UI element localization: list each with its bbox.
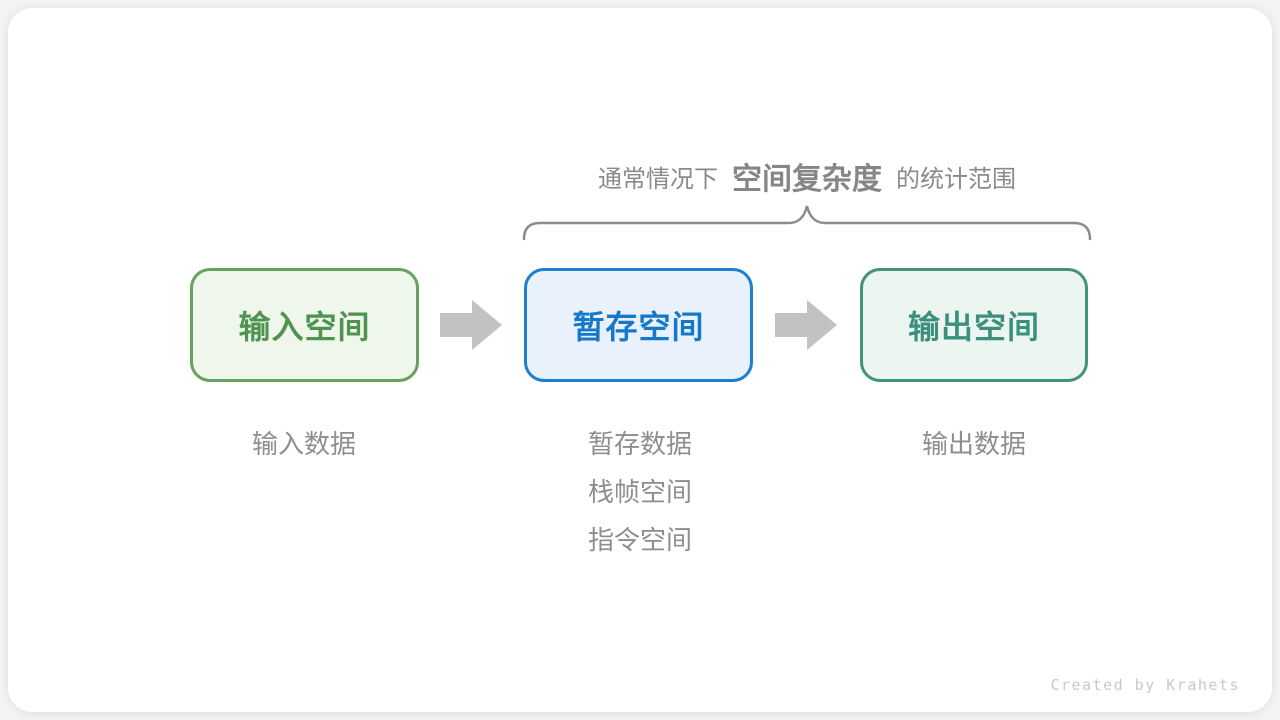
arrow-right-shape — [440, 300, 502, 350]
box-temp-space: 暂存空间 — [524, 268, 753, 382]
note-stack-frame-space: 栈帧空间 — [587, 477, 693, 507]
title-highlight: 空间复杂度 — [732, 163, 882, 196]
title-prefix: 通常情况下 — [598, 165, 718, 193]
brace-icon — [522, 205, 1092, 241]
brace-path — [522, 205, 1092, 241]
arrow-right-shape — [775, 300, 837, 350]
diagram-card: 通常情况下 空间复杂度 的统计范围 输入空间 暂存空间 输出空间 输入数据 暂存… — [8, 8, 1272, 712]
note-input-data: 输入数据 — [251, 429, 357, 459]
box-output-space: 输出空间 — [860, 268, 1088, 382]
note-temp-data: 暂存数据 — [587, 429, 693, 459]
box-output-space-label: 输出空间 — [907, 309, 1040, 345]
credit-text: Created by Krahets — [1050, 676, 1240, 694]
note-output-data: 输出数据 — [921, 429, 1027, 459]
note-instruction-space: 指令空间 — [587, 525, 693, 555]
title-suffix: 的统计范围 — [896, 165, 1016, 193]
arrow-right-icon — [440, 300, 502, 350]
box-input-space: 输入空间 — [190, 268, 419, 382]
arrow-right-icon — [775, 300, 837, 350]
diagram-title: 通常情况下 空间复杂度 的统计范围 — [598, 154, 1016, 198]
box-temp-space-label: 暂存空间 — [572, 309, 705, 345]
box-input-space-label: 输入空间 — [238, 309, 371, 345]
